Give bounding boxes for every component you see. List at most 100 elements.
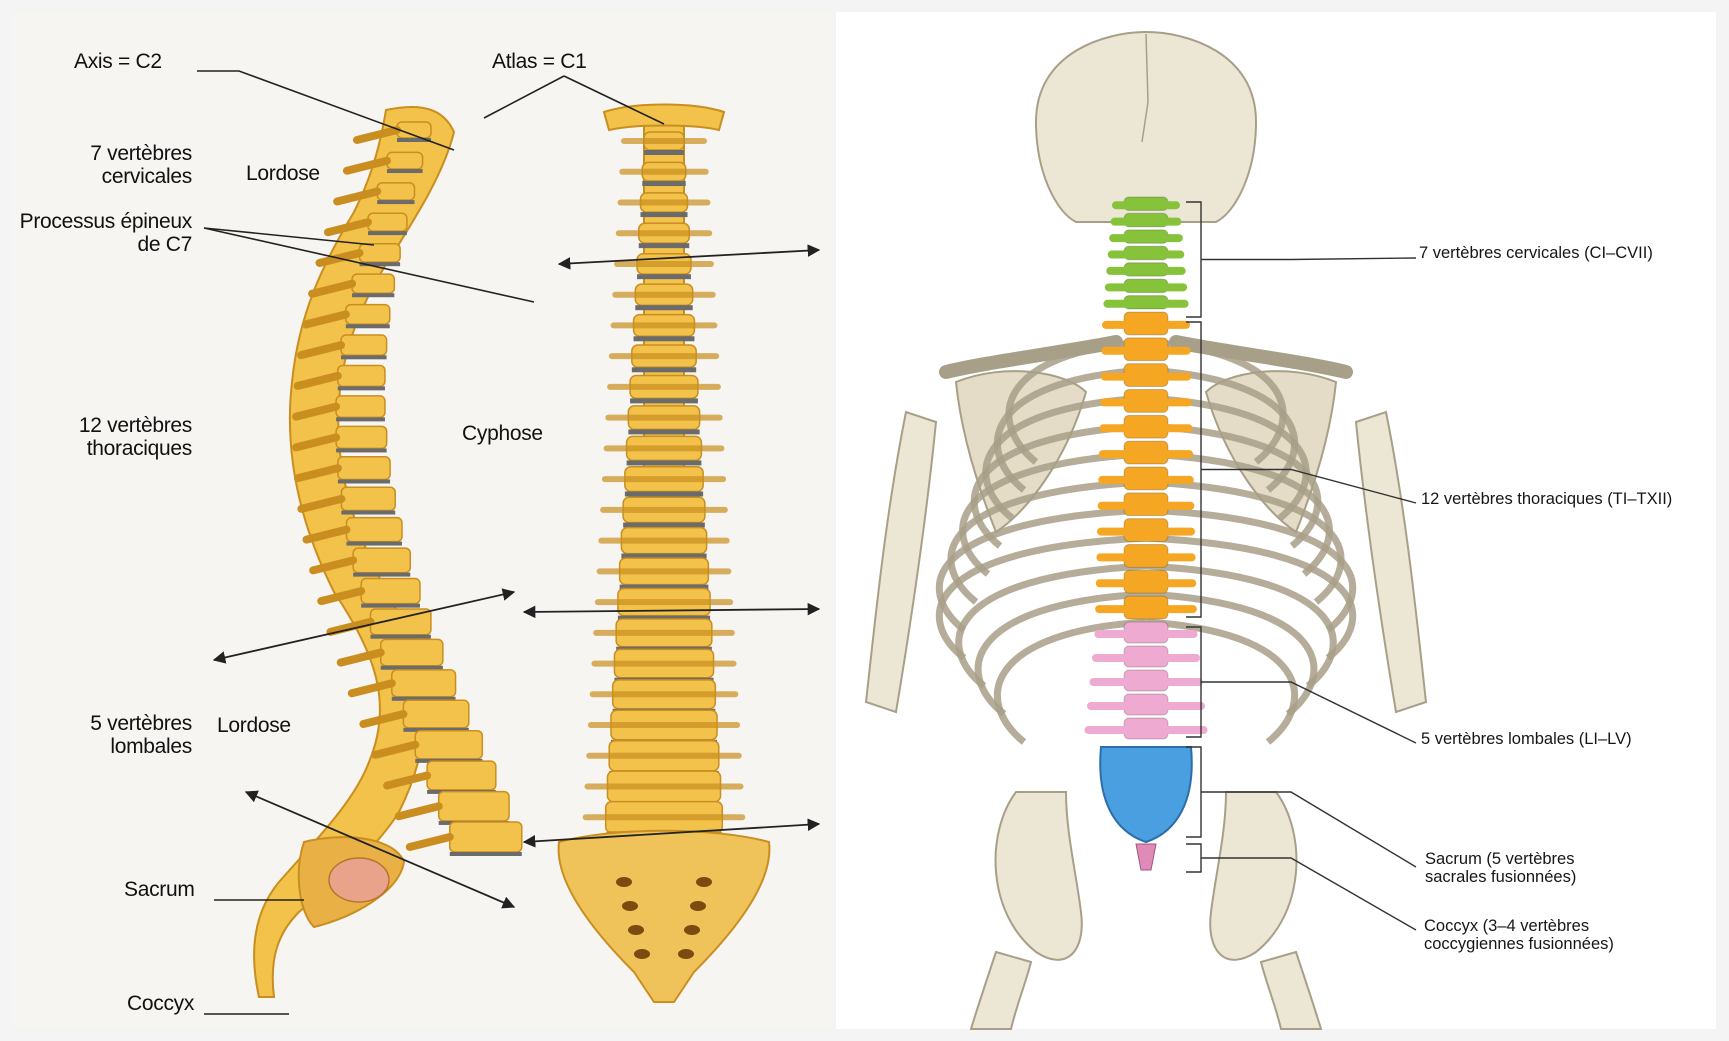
- spinous-process: [292, 402, 341, 421]
- rib-left: [993, 366, 1147, 493]
- lateral-disc: [361, 603, 420, 608]
- spinous-process: [293, 464, 342, 483]
- femur-right: [1259, 950, 1323, 1030]
- label-spinous-line1: Processus épineux: [19, 210, 193, 233]
- spinous-process: [333, 187, 382, 206]
- anterior-disc: [638, 243, 690, 249]
- anterior-disc: [619, 584, 709, 590]
- skeleton-illustration-right: [864, 30, 1428, 1030]
- colored-spine: [1084, 196, 1208, 871]
- spinous-process: [394, 802, 443, 821]
- region-brackets: [1186, 201, 1417, 931]
- sacral-foramen: [622, 901, 638, 911]
- spinous-process: [405, 833, 454, 851]
- lateral-vertebra: [391, 669, 457, 698]
- skull: [1034, 30, 1258, 223]
- label-thoracic-line1: 12 vertèbres: [78, 414, 192, 437]
- rib-left: [1005, 338, 1147, 465]
- sacral-foramen: [616, 877, 632, 887]
- label-coccyx-line2: coccygiennes fusionnées): [1424, 935, 1614, 954]
- rib-left: [935, 506, 1147, 633]
- spinous-process: [353, 126, 401, 144]
- lateral-disc: [367, 231, 407, 236]
- spinous-process: [297, 341, 346, 360]
- lateral-disc: [403, 727, 469, 732]
- spinous-process: [297, 494, 346, 513]
- lateral-vertebra: [379, 638, 444, 667]
- lateral-vertebra: [426, 760, 497, 791]
- label-coccyx: Coccyx: [127, 992, 195, 1015]
- posterior-skeleton-panel: 7 vertèbres cervicales (CI–CVII) 12 vert…: [836, 12, 1716, 1030]
- sacral-foramen: [684, 925, 700, 935]
- label-axis: Axis = C2: [74, 50, 162, 73]
- label-leader-line: [1201, 857, 1417, 931]
- rib-left: [982, 394, 1147, 521]
- lateral-vertebra: [367, 212, 408, 232]
- label-cervical-line1: 7 vertèbres: [90, 142, 192, 165]
- label-leader-line: [1201, 681, 1417, 744]
- lateral-vertebra: [335, 425, 388, 450]
- lateral-vertebra: [376, 182, 416, 201]
- label-lumbar: 5 vertèbres lombales: [84, 712, 192, 758]
- label-sacrum: Sacrum: [124, 878, 195, 901]
- pelvis-right: [1209, 791, 1298, 961]
- sacral-foramen: [634, 949, 650, 959]
- lateral-vertebra: [386, 151, 424, 170]
- lateral-vertebra: [352, 547, 412, 574]
- anterior-disc: [624, 491, 704, 497]
- lateral-vertebra: [414, 729, 484, 760]
- sacral-foramen: [690, 901, 706, 911]
- anterior-disc: [640, 212, 688, 218]
- rib-right: [1145, 338, 1287, 465]
- anterior-disc: [635, 305, 693, 311]
- lateral-disc: [346, 541, 402, 546]
- humerus-right: [1354, 410, 1428, 714]
- label-spinous-line2: de C7: [137, 233, 192, 257]
- femur-left: [969, 950, 1033, 1030]
- sacral-foramen: [696, 877, 712, 887]
- lateral-vertebra: [437, 790, 510, 822]
- humerus-left: [864, 410, 938, 714]
- spine-illustration-left: [197, 70, 821, 1015]
- rib-cage: [935, 338, 1357, 745]
- lateral-vertebra: [449, 821, 523, 853]
- pelvis-left: [994, 791, 1083, 961]
- rib-right: [1145, 562, 1337, 689]
- rib-right: [1145, 534, 1357, 661]
- label-leader-line: [1201, 468, 1417, 504]
- label-cervical: 7 vertèbres cervicales: [82, 142, 192, 188]
- label-cyphose: Cyphose: [462, 422, 543, 445]
- spinous-process: [342, 156, 391, 175]
- spinous-process: [308, 279, 357, 298]
- rib-left: [959, 450, 1147, 577]
- anterior-vertebrae: [581, 131, 747, 869]
- label-coccyx-line1: Coccyx (3–4 vertèbres: [1424, 917, 1590, 935]
- lateral-disc: [337, 386, 385, 391]
- lateral-vertebra: [336, 364, 386, 388]
- spinous-process: [323, 218, 372, 237]
- lateral-vertebra: [351, 273, 396, 294]
- lateral-disc: [370, 634, 431, 639]
- lateral-disc: [353, 572, 411, 577]
- lateral-disc: [397, 138, 431, 142]
- lateral-disc: [359, 262, 401, 267]
- label-cervical-line2: cervicales: [101, 165, 193, 189]
- label-atlas: Atlas = C1: [492, 50, 587, 73]
- anterior-disc: [623, 522, 705, 528]
- spinous-process: [309, 556, 358, 575]
- anterior-atlas: [602, 103, 726, 132]
- label-leader-line: [1201, 791, 1417, 868]
- curvature-arrows: [212, 244, 821, 909]
- lateral-disc: [352, 293, 395, 298]
- spinous-process: [293, 371, 342, 390]
- spinous-process: [302, 525, 351, 544]
- lateral-disc: [337, 479, 391, 484]
- lateral-disc: [391, 696, 456, 701]
- lateral-disc: [377, 200, 415, 205]
- label-thoracic-vertebrae: 12 vertèbres thoraciques (TI–TXII): [1421, 490, 1673, 508]
- label-coccyx-region: Coccyx (3–4 vertèbres coccygiennes fusio…: [1424, 917, 1614, 953]
- lateral-disc: [341, 510, 396, 515]
- anterior-disc: [637, 274, 691, 280]
- lateral-disc: [386, 169, 423, 174]
- lateral-vertebra: [358, 242, 401, 263]
